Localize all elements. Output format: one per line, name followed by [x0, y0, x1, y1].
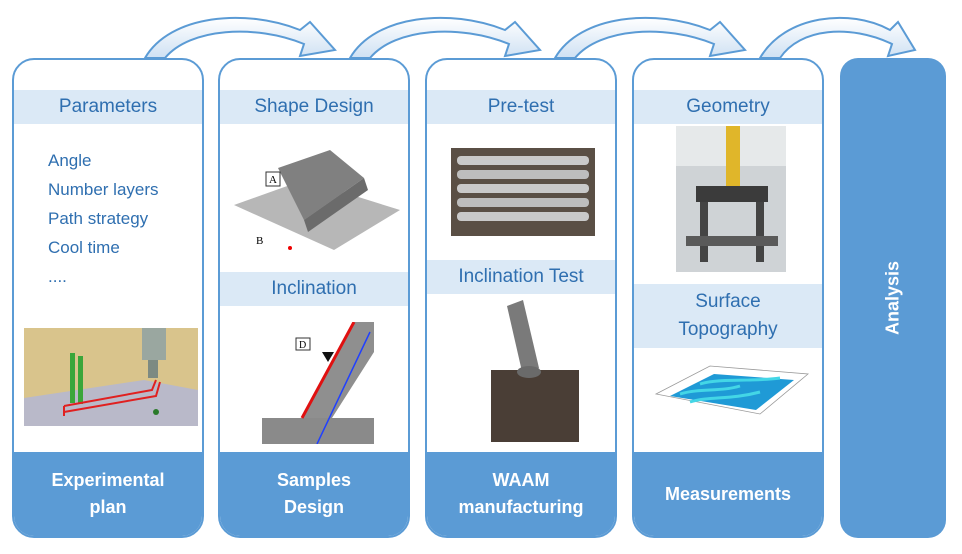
header-line: Surface [695, 291, 761, 312]
footer-line: Measurements [664, 483, 792, 504]
arrow-2 [348, 16, 542, 59]
pre-test-header: Pre-test [427, 90, 615, 124]
label-a: A [269, 174, 277, 186]
analysis-label: Analysis [882, 260, 903, 336]
shape-design-header: Shape Design [220, 90, 408, 124]
measurements-label: Measurements [634, 452, 822, 536]
inclination-image: D [262, 322, 374, 444]
arrow-4 [758, 16, 917, 59]
label-b: B [256, 235, 263, 247]
waam-manufacturing-label: WAAM manufacturing [427, 452, 615, 536]
label-d: D [299, 340, 306, 351]
param-item: .... [48, 267, 67, 286]
param-item: Angle [48, 151, 92, 170]
geometry-header: Geometry [634, 90, 822, 124]
footer-line: WAAM [492, 470, 550, 490]
param-item: Number layers [48, 180, 159, 199]
parameters-list: Angle Number layers Path strategy Cool t… [48, 146, 159, 291]
arrow-3 [553, 16, 747, 59]
flow-arrows [143, 16, 917, 59]
stage-waam-manufacturing: Pre-test Inclination Test WAAM manufactur… [425, 58, 617, 538]
param-item: Cool time [48, 238, 120, 257]
toolpath-image [24, 328, 198, 426]
parameters-header: Parameters [14, 90, 202, 124]
param-item: Path strategy [48, 209, 149, 228]
footer-line: Samples [276, 470, 352, 490]
experimental-plan-label: Experimental plan [14, 452, 202, 536]
inclination-test-image [485, 296, 579, 442]
arrow-1 [143, 16, 337, 59]
surface-topography-image [650, 354, 814, 426]
footer-line: Experimental [51, 470, 165, 490]
footer-line: plan [89, 497, 127, 517]
inclination-test-header: Inclination Test [427, 260, 615, 294]
header-line: Topography [678, 319, 778, 340]
footer-line: manufacturing [458, 497, 584, 517]
analysis-box: Analysis [840, 58, 946, 538]
pre-test-image [451, 148, 595, 236]
stage-experimental-plan: Parameters Angle Number layers Path stra… [12, 58, 204, 538]
shape-design-image: A B [234, 150, 400, 252]
footer-line: Design [283, 497, 344, 517]
inclination-header: Inclination [220, 272, 408, 306]
geometry-image [676, 126, 786, 272]
